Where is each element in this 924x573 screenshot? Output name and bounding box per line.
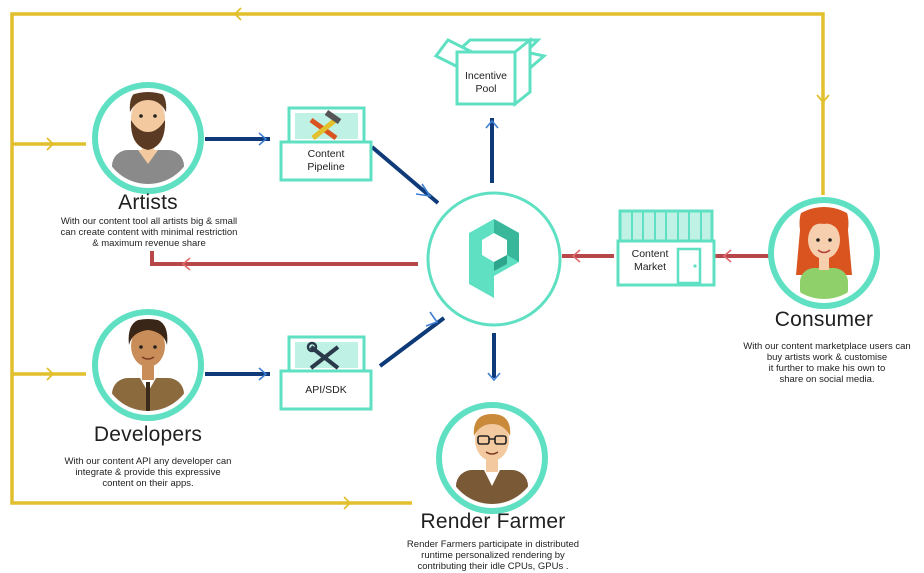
content-pipeline-label: Content Pipeline	[307, 148, 345, 173]
consumer-avatar-icon	[768, 197, 880, 309]
content-flow-arrowheads	[258, 119, 501, 382]
toolbox-icon	[309, 109, 342, 141]
artist-avatar-icon	[92, 82, 204, 194]
render-farmer-description: Render Farmers participate in distribute…	[406, 539, 580, 572]
open-box-icon	[433, 36, 548, 108]
platform-logo-icon	[469, 219, 519, 298]
api-sdk-label: API/SDK	[305, 384, 347, 396]
api-sdk-box	[279, 335, 373, 411]
developers-description: With our content API any developer can i…	[64, 456, 232, 489]
consumer-title: Consumer	[774, 308, 874, 331]
storefront-icon	[616, 209, 716, 287]
platform-hub	[426, 191, 562, 327]
content-pipeline-box	[279, 106, 373, 182]
consumer-description: With our content marketplace users can b…	[743, 341, 911, 385]
revenue-arrowheads	[181, 249, 732, 271]
loop-chevrons	[46, 7, 830, 510]
artists-description: With our content tool all artists big & …	[60, 216, 238, 249]
incentive-loop	[10, 12, 825, 505]
wrench-screwdriver-icon	[306, 341, 340, 370]
incentive-pool-label: Incentive Pool	[464, 70, 508, 95]
artists-title: Artists	[118, 191, 178, 214]
developers-title: Developers	[93, 423, 203, 446]
render-farmer-avatar-icon	[436, 402, 548, 514]
content-market-label: Content Market	[631, 248, 669, 273]
content-flow-arrows	[205, 118, 496, 378]
render-farmer-title: Render Farmer	[420, 510, 566, 533]
developer-avatar-icon	[92, 309, 204, 421]
